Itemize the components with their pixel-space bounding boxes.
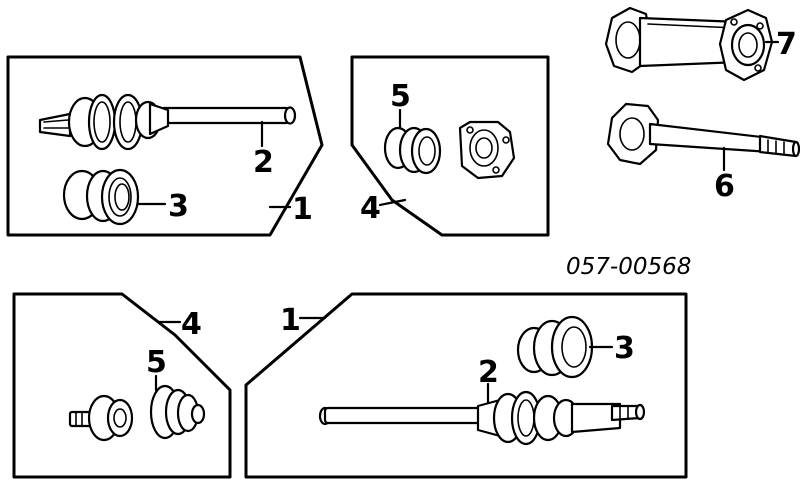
callout-2-top: 2 [253,145,274,180]
callout-5-top: 5 [390,79,411,114]
callout-6: 6 [714,169,735,204]
boot-bottom-left [149,384,206,440]
drive-shaft-top [38,93,297,151]
panel-top-middle: 5 4 [350,55,550,237]
panel-top-left: 2 3 1 [6,55,324,237]
boot-top [62,168,140,226]
callout-4-top: 4 [360,191,381,226]
inner-joint-bottom-left [68,394,134,442]
callout-1-bottom: 1 [280,303,301,338]
boot-bottom-right [516,315,594,379]
panel-outline-bottom-right [244,292,688,479]
part-number-label: 057-00568 [566,254,691,280]
callout-1-top: 1 [292,192,313,227]
callout-4-bottom: 4 [181,307,202,342]
panel-outline-top-left [6,55,324,237]
flange-joint-top-middle [458,120,516,180]
panel-outline-top-middle [350,55,550,237]
axle-shaft-6 [606,102,800,166]
panel-outline-bottom-left [12,292,232,479]
panel-bottom-right: 1 2 3 [244,292,688,479]
callout-2-bottom: 2 [478,355,499,390]
callout-3-top: 3 [168,189,189,224]
leader-4-top [378,198,407,207]
boot-top-middle [383,126,442,175]
callout-7: 7 [776,27,797,62]
housing-7 [604,6,774,82]
callout-3-bottom: 3 [614,331,635,366]
drive-shaft-bottom [318,390,646,446]
callout-5-bottom: 5 [146,345,167,380]
panel-bottom-left: 4 5 [12,292,232,479]
